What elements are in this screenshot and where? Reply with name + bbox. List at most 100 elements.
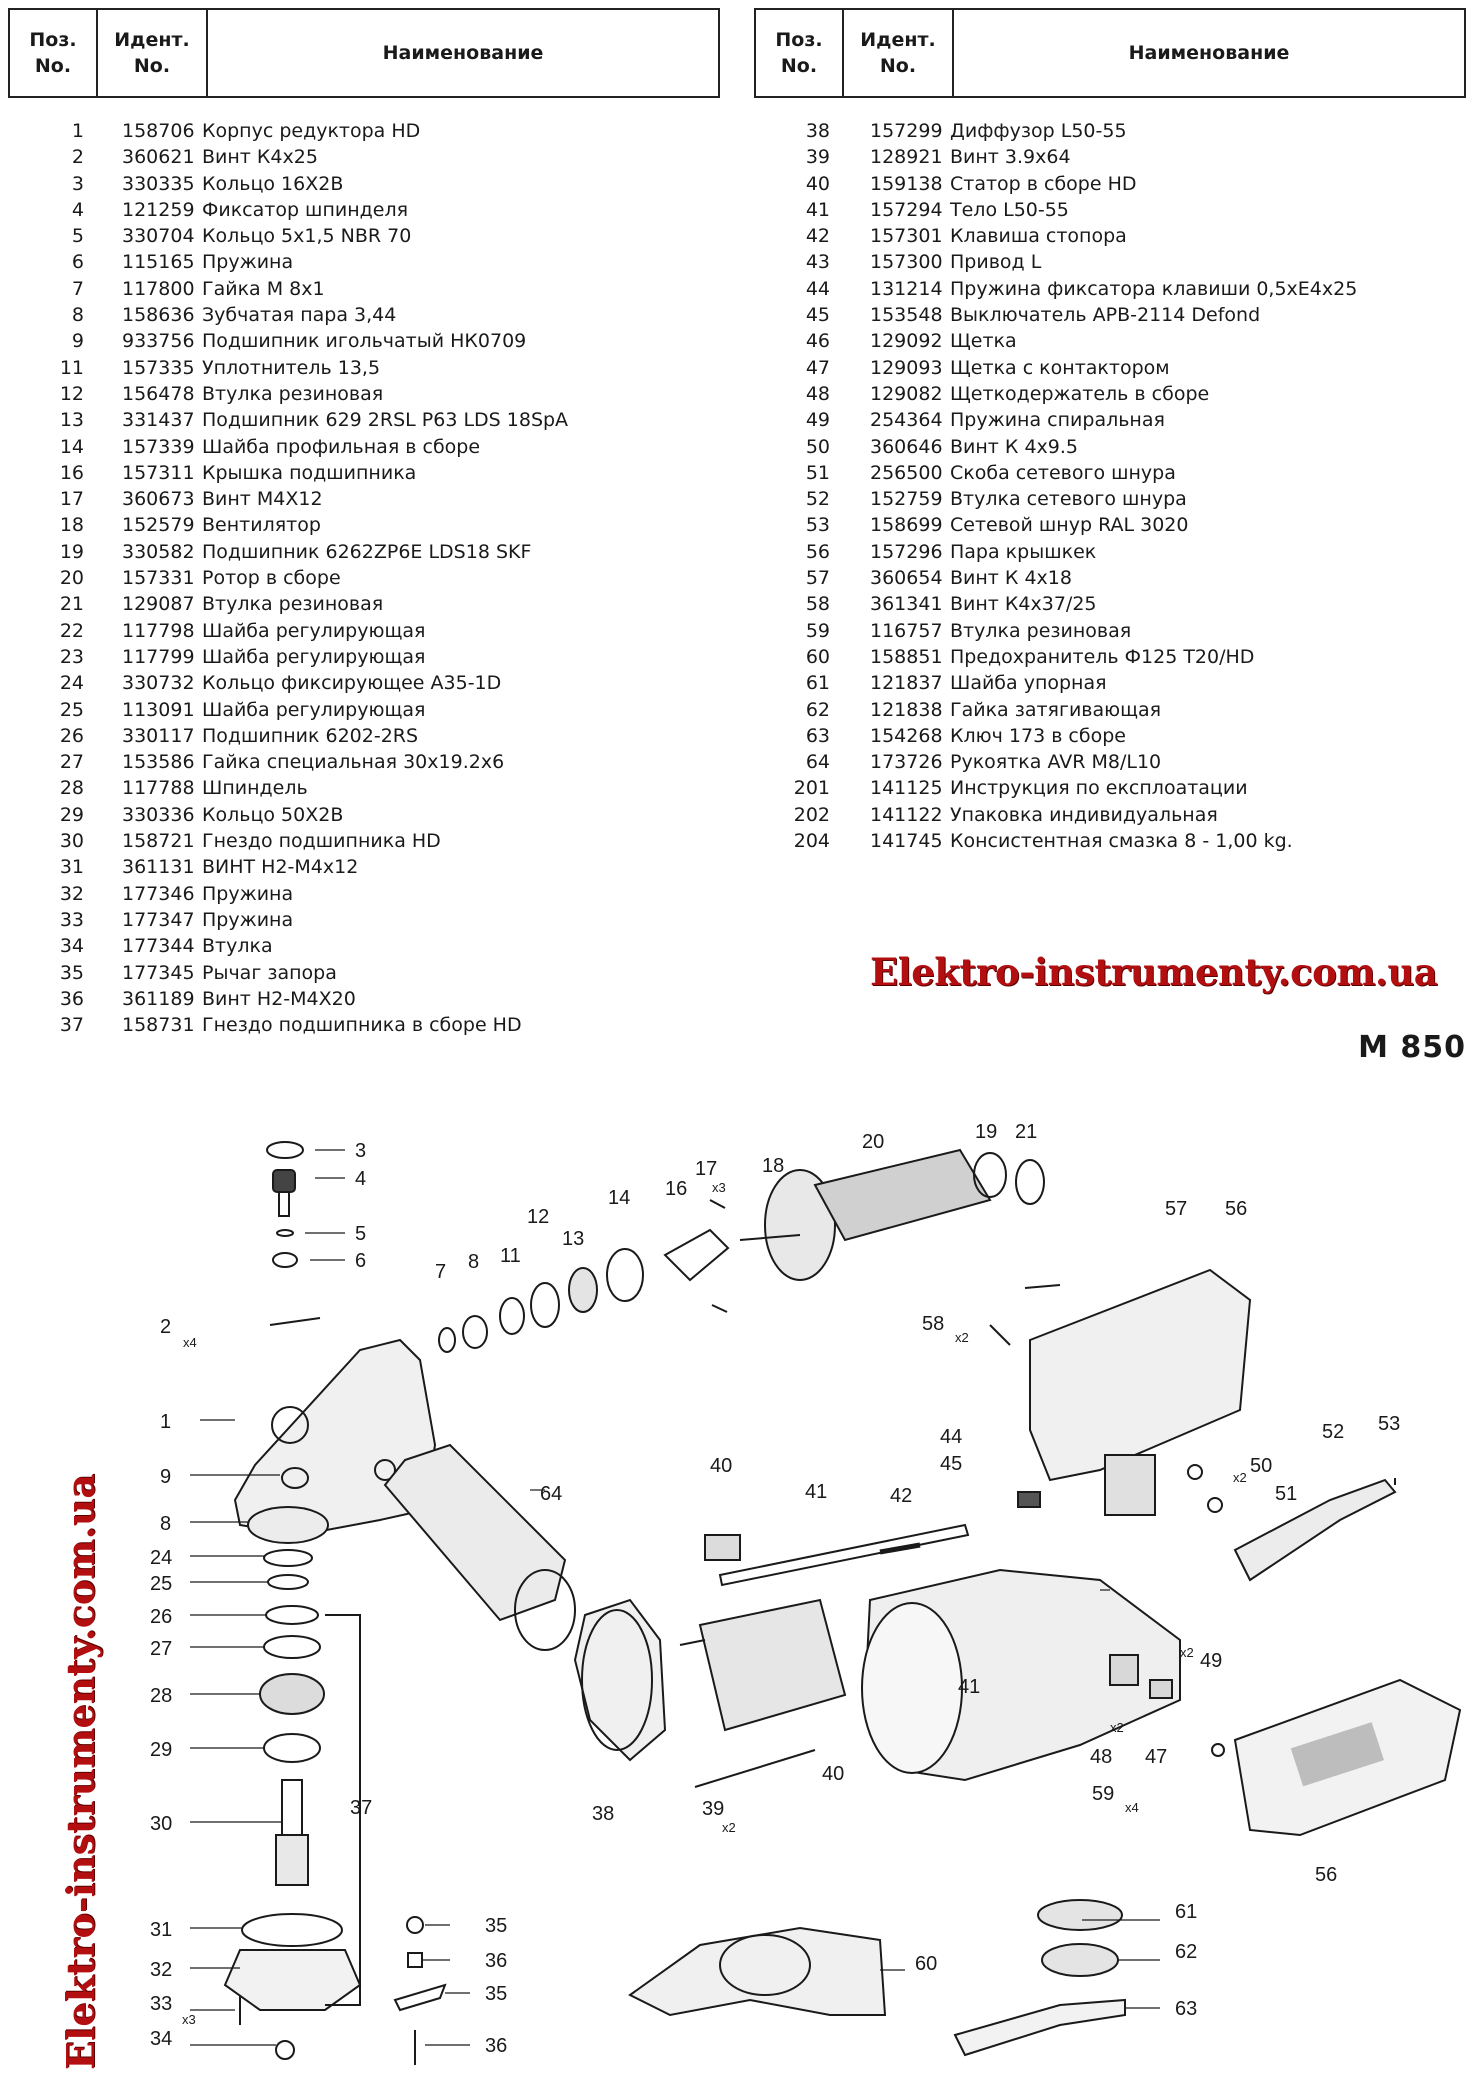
callout-11: 11	[500, 1245, 521, 1267]
callout-38: 38	[592, 1803, 614, 1825]
model-name: M 850	[1358, 1030, 1466, 1065]
part-ident: 157300	[870, 251, 943, 274]
bearing-seat-part-30	[223, 1949, 362, 2011]
part-position: 19	[59, 540, 84, 563]
part-ident: 141125	[870, 777, 943, 800]
part-ident: 330117	[122, 724, 195, 747]
part-name: Гнездо подшипника в сборе HD	[202, 1014, 522, 1037]
part-position: 201	[793, 777, 830, 800]
callout-57: 57	[1165, 1198, 1187, 1220]
callout-64: 64	[540, 1483, 562, 1505]
part-name: Кольцо 16Х2В	[202, 172, 344, 195]
part-name: Втулка резиновая	[950, 619, 1132, 642]
part-name: Тело L50-55	[950, 198, 1069, 221]
fan-part-18	[764, 1169, 836, 1281]
switch-part-45	[1104, 1454, 1156, 1516]
part-position: 52	[805, 488, 830, 511]
part-name: Кольцо фиксирующее А35-1D	[202, 672, 502, 695]
part-position: 53	[805, 514, 830, 537]
part-name: Статор в сборе HD	[950, 172, 1137, 195]
spindle-part-28-body	[275, 1834, 309, 1886]
part-position: 59	[805, 619, 830, 642]
callout-59: 59	[1092, 1783, 1114, 1805]
key-part-63	[953, 1998, 1126, 2057]
callout-labels: 3 4 5 6 2 1 9 8 24 25 26 27 28 29 30 31 …	[150, 1121, 1400, 2057]
multiplier-labels: x4 x3 x3 x2 x2 x2 x2 x4 x2	[182, 1180, 1247, 2027]
callout-56-bottom: 56	[1315, 1864, 1337, 1886]
lever-part-35	[393, 1983, 447, 2012]
part-name: Пружина фиксатора клавиши 0,5хЕ4х25	[950, 277, 1358, 300]
part-name: Винт К 4х9.5	[950, 435, 1078, 458]
brush-part-46	[1017, 1491, 1041, 1508]
part-ident: 156478	[122, 382, 195, 405]
housing-bore	[271, 1406, 309, 1444]
callout-58: 58	[922, 1313, 944, 1335]
handle-end	[514, 1569, 576, 1651]
part-ident: 152579	[122, 514, 195, 537]
callout-49: 49	[1200, 1650, 1222, 1672]
part-ident: 177346	[122, 882, 195, 905]
part-ident: 360654	[870, 567, 943, 590]
part-name: Втулка резиновая	[202, 593, 384, 616]
part-ident: 330582	[122, 540, 195, 563]
part-name: Подшипник 6262ZP6E LDS18 SKF	[202, 540, 532, 563]
callout-21: 21	[1015, 1121, 1037, 1143]
part-ident: 330336	[122, 803, 195, 826]
part-name: Подшипник 6202-2RS	[202, 724, 419, 747]
header-pos-label: Поз. No.	[10, 10, 98, 96]
part-position: 43	[805, 251, 830, 274]
part-name: Гайка затягивающая	[950, 698, 1162, 721]
part-position: 5	[71, 225, 84, 248]
callout-9: 9	[160, 1466, 171, 1488]
part-position: 33	[59, 908, 84, 931]
callout-42: 40	[710, 1455, 732, 1477]
part-ident: 157335	[122, 356, 195, 379]
part-position: 36	[59, 987, 84, 1010]
part-position: 57	[805, 567, 830, 590]
part-name: Винт К 4х18	[950, 567, 1072, 590]
part-ident: 117799	[122, 645, 195, 668]
part-name: Подшипник игольчатый НК0709	[202, 330, 527, 353]
part-name: Шайба регулирующая	[202, 698, 426, 721]
part-ident: 157299	[870, 120, 943, 142]
housing-hole	[374, 1459, 396, 1481]
part-name: Диффузор L50-55	[950, 120, 1127, 142]
screw-part-39b	[694, 1749, 816, 1788]
part-ident: 157339	[122, 435, 195, 458]
screw-part-17b	[711, 1304, 728, 1313]
spindle-part-28-top	[281, 1779, 303, 1836]
clamp-part-51	[1207, 1497, 1223, 1513]
callout-52: 52	[1322, 1421, 1344, 1443]
part-name: Упаковка индивидуальная	[950, 803, 1218, 826]
exploded-diagram: 3 4 5 6 2 1 9 8 24 25 26 27 28 29 30 31 …	[150, 1121, 1462, 2065]
screw-part-58	[989, 1324, 1011, 1346]
part-ident: 141122	[870, 803, 943, 826]
part-position: 16	[59, 461, 84, 484]
screw-part-2	[269, 1317, 321, 1326]
part-position: 26	[59, 724, 84, 747]
part-name: Клавиша стопора	[950, 225, 1127, 248]
callout-6: 6	[355, 1250, 366, 1272]
part-name: Крышка подшипника	[202, 461, 417, 484]
callout-28: 30	[150, 1813, 172, 1835]
rubber-sleeve-part-12	[530, 1282, 560, 1328]
washer-part-14	[606, 1248, 644, 1302]
part-ident: 113091	[122, 698, 195, 721]
part-ident: 157296	[870, 540, 943, 563]
part-position: 8	[71, 304, 84, 327]
parts-table-header-left: Поз. No. Идент. No. Наименование	[8, 8, 720, 98]
callout-32: 34	[150, 2028, 172, 2050]
header-name-label: Наименование	[382, 42, 544, 64]
part-ident: 330732	[122, 672, 195, 695]
part-ident: 361189	[122, 987, 195, 1010]
gear-part-8b	[462, 1315, 488, 1349]
part-name: Гайка М 8х1	[202, 277, 325, 300]
part-position: 34	[59, 935, 84, 958]
screw-part-50	[1187, 1464, 1203, 1480]
part-name: Втулка резиновая	[202, 382, 384, 405]
part-ident: 361131	[122, 856, 195, 879]
callout-3: 3	[355, 1140, 366, 1162]
callout-44: 42	[890, 1485, 912, 1507]
part-name: Консистентная смазка 8 - 1,00 kg.	[950, 830, 1293, 853]
callout-60: 60	[915, 1953, 937, 1975]
